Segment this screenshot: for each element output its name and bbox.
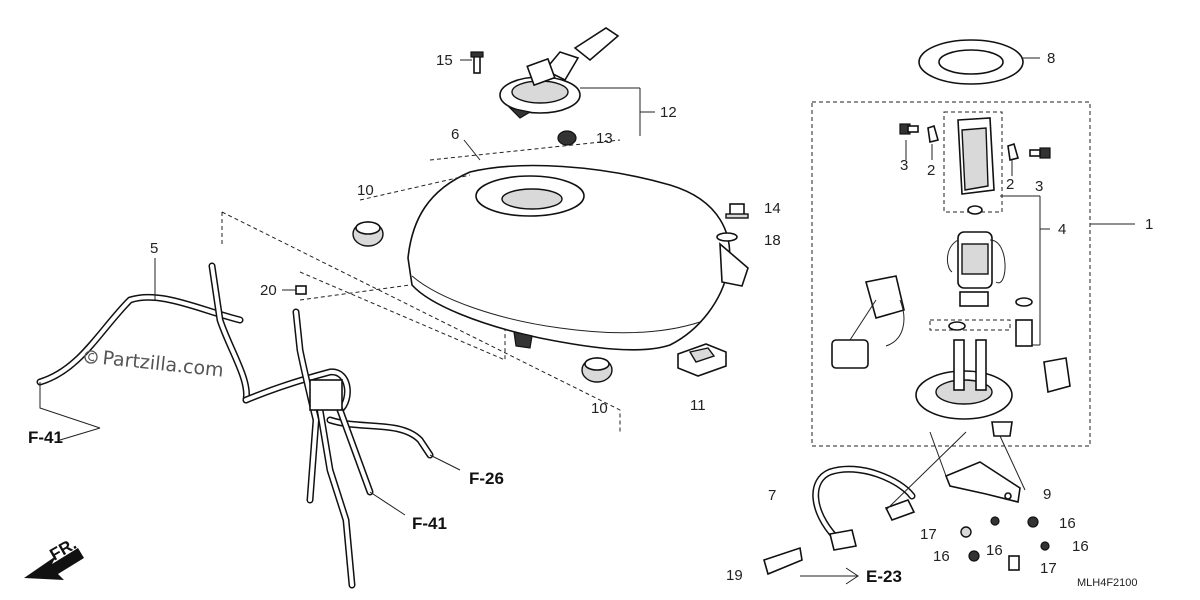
- nut-16-far-right[interactable]: [1040, 541, 1050, 551]
- nut-17-left[interactable]: [960, 526, 972, 538]
- callout-13: 13: [596, 130, 613, 147]
- callout-11: 11: [690, 397, 706, 414]
- callout-17-right: 17: [1040, 560, 1057, 577]
- callout-12: 12: [660, 104, 677, 121]
- fuel-pump-filter-housing[interactable]: [943, 111, 1050, 346]
- callout-7: 7: [768, 487, 776, 504]
- rubber-mount-10-upper[interactable]: [352, 221, 384, 247]
- fuel-pump-base-plate[interactable]: [915, 339, 1013, 437]
- pressure-regulator[interactable]: [1015, 319, 1033, 347]
- fuel-feed-hose-7[interactable]: [812, 465, 916, 551]
- callout-3-left: 3: [900, 157, 908, 174]
- ref-f26[interactable]: F-26: [469, 469, 504, 488]
- nut-16-center[interactable]: [990, 516, 1000, 526]
- rubber-mount-10-lower[interactable]: [581, 357, 613, 383]
- washer-18[interactable]: [716, 232, 738, 242]
- callout-6: 6: [451, 126, 459, 143]
- callout-1: 1: [1145, 216, 1153, 233]
- bolt-3-left[interactable]: [899, 123, 919, 135]
- diagram-code: MLH4F2100: [1077, 577, 1138, 589]
- bolt-14[interactable]: [725, 203, 749, 219]
- callout-19: 19: [726, 567, 743, 584]
- ref-e23[interactable]: E-23: [866, 567, 902, 586]
- callout-20: 20: [260, 282, 277, 299]
- pump-outlet-cap[interactable]: [1043, 357, 1071, 394]
- bolt-3-right[interactable]: [1029, 147, 1051, 159]
- washer-2-right[interactable]: [1007, 142, 1019, 161]
- breather-hose-assembly-5[interactable]: [36, 262, 434, 589]
- callout-2-right: 2: [1006, 176, 1014, 193]
- hose-clip-19[interactable]: [763, 546, 803, 576]
- callout-16-right: 16: [1059, 515, 1076, 532]
- bolt-15[interactable]: [470, 51, 484, 74]
- callout-2-left: 2: [927, 162, 935, 179]
- o-ring-seal-right[interactable]: [1015, 297, 1033, 307]
- callout-16-far-right: 16: [1072, 538, 1089, 555]
- fuel-pump-seal-ring-8[interactable]: [918, 39, 1040, 85]
- hose-clip-20[interactable]: [295, 285, 307, 295]
- callout-16-center: 16: [986, 542, 1003, 559]
- callout-17-left: 17: [920, 526, 937, 543]
- ref-f41-left[interactable]: F-41: [28, 428, 63, 447]
- fuel-tank[interactable]: [299, 139, 749, 351]
- fuel-pump-bracket-9[interactable]: [944, 461, 1021, 503]
- callout-4: 4: [1058, 221, 1066, 238]
- callout-14: 14: [764, 200, 781, 217]
- nut-16-lower[interactable]: [968, 550, 980, 562]
- o-ring-seal[interactable]: [948, 321, 966, 331]
- copyright-icon: [84, 350, 98, 364]
- nut-16-right[interactable]: [1027, 516, 1039, 528]
- callout-10-lower: 10: [591, 400, 608, 417]
- callout-9: 9: [1043, 486, 1051, 503]
- callout-15: 15: [436, 52, 453, 69]
- callout-3-right: 3: [1035, 178, 1043, 195]
- tank-rear-bracket-11[interactable]: [677, 343, 727, 377]
- nut-17-right[interactable]: [1008, 555, 1020, 571]
- watermark: Partzilla.com: [101, 347, 224, 382]
- fuel-pump-motor[interactable]: [947, 231, 1006, 307]
- fuel-level-sensor[interactable]: [831, 275, 905, 369]
- washer-2-left[interactable]: [927, 124, 939, 143]
- ref-f41-bottom[interactable]: F-41: [412, 514, 447, 533]
- front-arrow-icon: [24, 548, 84, 580]
- callout-5: 5: [150, 240, 158, 257]
- callout-8: 8: [1047, 50, 1055, 67]
- callout-16-lower: 16: [933, 548, 950, 565]
- callout-10-upper: 10: [357, 182, 374, 199]
- grommet-13[interactable]: [557, 130, 577, 146]
- callout-18: 18: [764, 232, 781, 249]
- fuel-pump-assembly-frame: [811, 101, 1135, 447]
- fuel-cap-assembly[interactable]: [499, 27, 655, 136]
